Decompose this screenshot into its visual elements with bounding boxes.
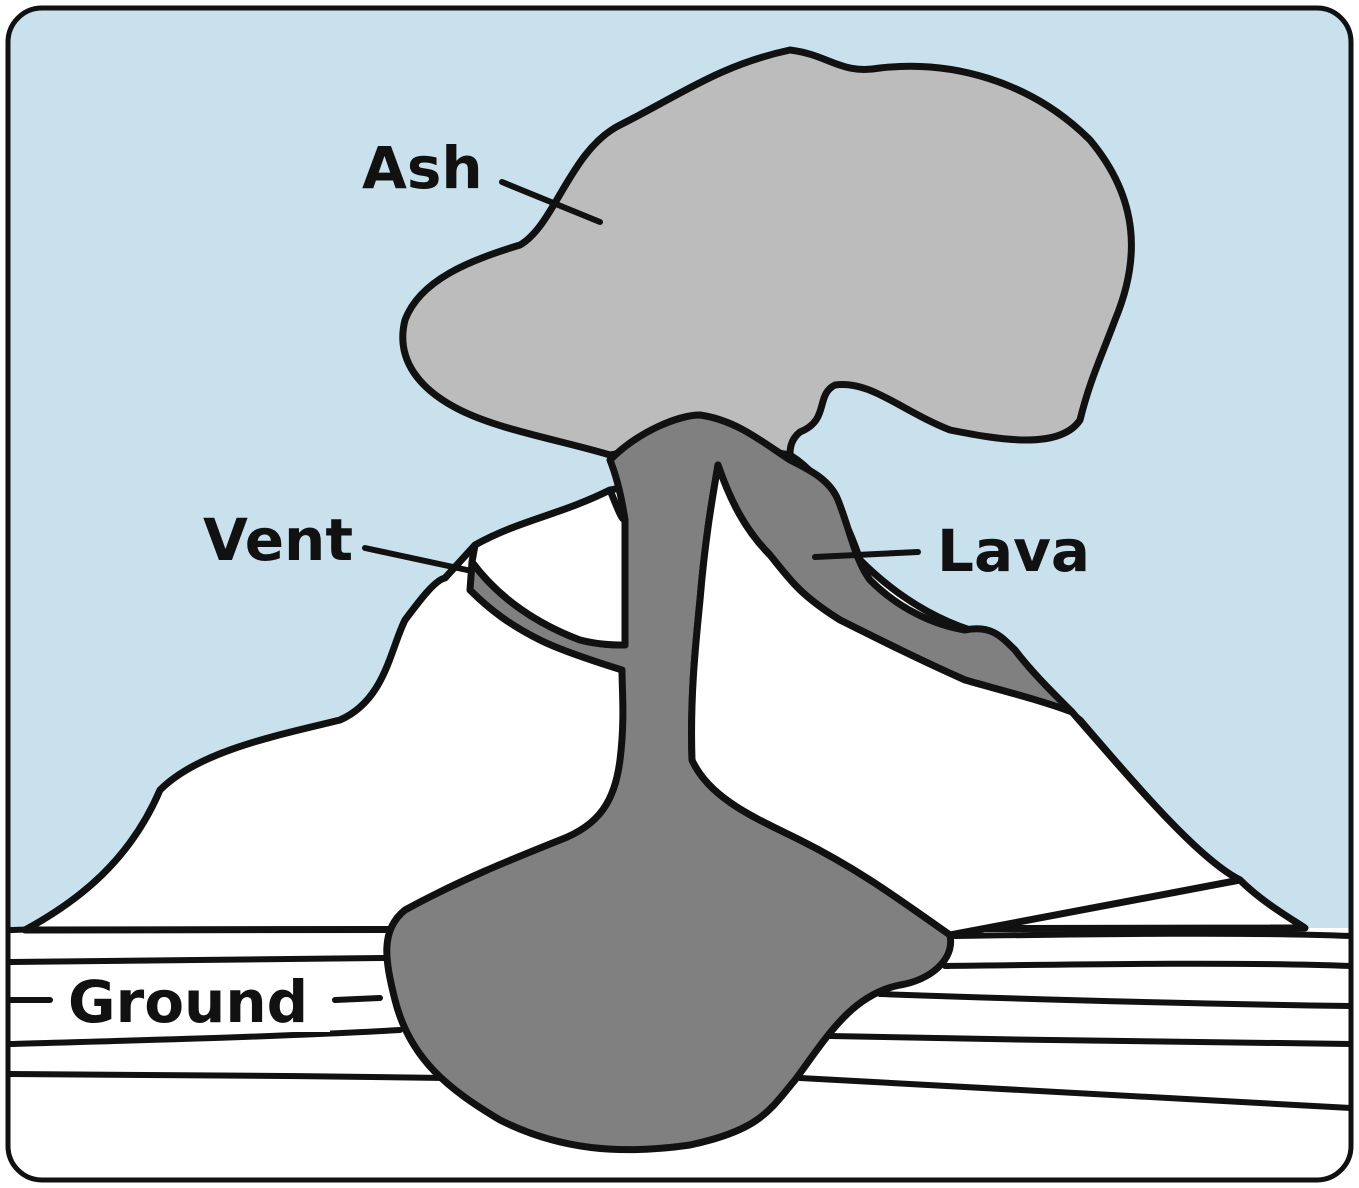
label-vent: Vent (203, 506, 353, 574)
label-ground: Ground (68, 968, 308, 1036)
label-lava: Lava (937, 517, 1090, 585)
label-ash: Ash (362, 134, 483, 202)
